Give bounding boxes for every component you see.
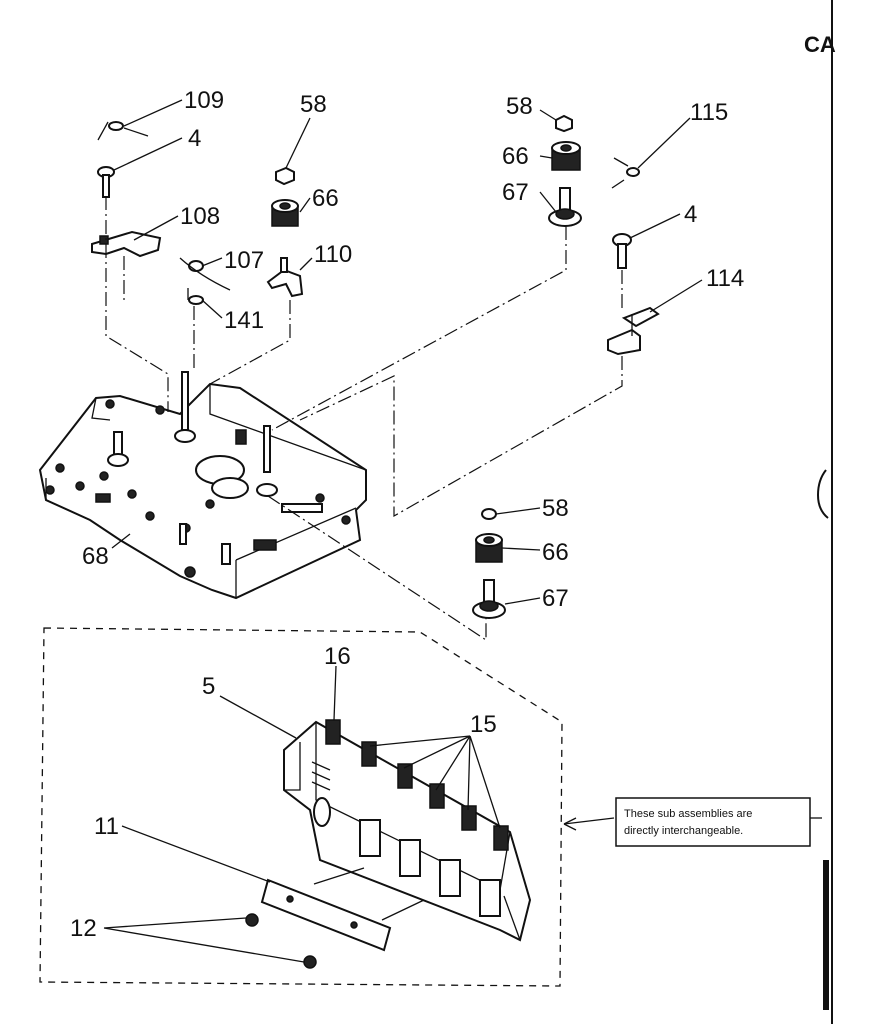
- callout-141: 141: [224, 307, 264, 334]
- callout-110: 110: [314, 241, 352, 268]
- callout-115: 115: [690, 99, 728, 126]
- screws-12: [245, 913, 317, 969]
- callout-108: 108: [180, 203, 220, 230]
- bracket-108: [91, 230, 162, 258]
- switch-assembly-5: [283, 719, 532, 942]
- plate-11: [260, 867, 425, 952]
- callout-15: 15: [470, 711, 497, 738]
- callout-109: 109: [184, 87, 224, 114]
- washer-115: [611, 157, 640, 189]
- callout-11: 11: [94, 813, 119, 840]
- callout-58-c: 58: [542, 495, 569, 522]
- roller-66-a: [271, 199, 299, 227]
- roller-66-c: [475, 533, 503, 563]
- callout-58-a: 58: [300, 91, 327, 118]
- callout-4-right: 4: [684, 201, 697, 228]
- callout-16: 16: [324, 643, 351, 670]
- bracket-114: [607, 306, 660, 356]
- callout-58-b: 58: [506, 93, 533, 120]
- leader-lines: [103, 99, 822, 963]
- screw-4-right: [612, 233, 632, 269]
- chassis-68: [38, 371, 367, 600]
- callout-68: 68: [82, 543, 109, 570]
- callout-67-a: 67: [502, 179, 529, 206]
- callout-labels: 109 4 108 107 141 58 66 110 58 66 67 115…: [70, 87, 744, 942]
- note-line-1: These sub assemblies are: [624, 808, 752, 820]
- nut-58-b: [555, 114, 573, 133]
- callout-12: 12: [70, 915, 97, 942]
- spring-107: [179, 257, 231, 291]
- page-edge: [816, 0, 833, 1024]
- roller-66-b: [551, 141, 581, 171]
- shaft-67-a: [548, 187, 582, 227]
- callout-107: 107: [224, 247, 264, 274]
- pin-141: [187, 288, 204, 305]
- callout-4-left: 4: [188, 125, 201, 152]
- callout-114: 114: [706, 265, 744, 292]
- callout-66-c: 66: [542, 539, 569, 566]
- sub-assembly-frame: [39, 627, 563, 987]
- callout-66-a: 66: [312, 185, 339, 212]
- screw-4-left: [97, 166, 115, 198]
- assembly-lines: [105, 196, 623, 642]
- lever-110: [266, 257, 304, 298]
- note-line-2: directly interchangeable.: [624, 825, 743, 837]
- shaft-67-b: [472, 579, 506, 619]
- callout-66-b: 66: [502, 143, 529, 170]
- callout-67-b: 67: [542, 585, 569, 612]
- switch-tabs-15: [325, 719, 509, 851]
- interchangeable-note: These sub assemblies are directly interc…: [615, 797, 811, 847]
- nut-58-c: [481, 508, 497, 520]
- washer-109: [97, 121, 149, 141]
- nut-58-a: [275, 166, 295, 186]
- corner-label: CA: [804, 32, 836, 57]
- callout-5: 5: [202, 673, 215, 700]
